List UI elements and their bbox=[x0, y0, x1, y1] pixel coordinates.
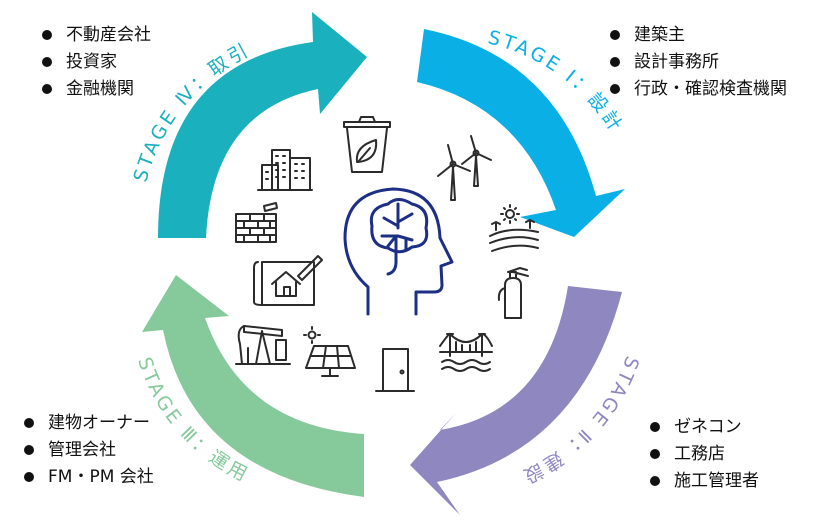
list-item: FM・PM 会社 bbox=[22, 464, 154, 491]
trash-bin-leaf-icon bbox=[343, 116, 391, 173]
fire-extinguisher-icon bbox=[497, 267, 529, 319]
list-item: 設計事務所 bbox=[608, 49, 787, 76]
oil-pump-icon bbox=[235, 325, 291, 365]
door-icon bbox=[375, 348, 415, 392]
stage4-arrow bbox=[158, 12, 367, 238]
stage1-arrow bbox=[417, 29, 625, 237]
list-item: 行政・確認検査機関 bbox=[608, 76, 787, 103]
wind-turbine-icon bbox=[437, 135, 492, 201]
list-item: 建築主 bbox=[608, 22, 787, 49]
stage1-actor-list: 建築主 設計事務所 行政・確認検査機関 bbox=[608, 22, 787, 103]
list-item: 投資家 bbox=[40, 49, 151, 76]
bridge-icon bbox=[439, 332, 493, 372]
list-item: 施工管理者 bbox=[648, 468, 759, 495]
list-item: 管理会社 bbox=[22, 437, 154, 464]
stage2-arrow bbox=[410, 286, 622, 515]
stage4-actor-list: 不動産会社 投資家 金融機関 bbox=[40, 22, 151, 103]
stage3-actor-list: 建物オーナー 管理会社 FM・PM 会社 bbox=[22, 410, 154, 491]
solar-panel-icon bbox=[303, 326, 356, 377]
city-buildings-icon bbox=[257, 149, 313, 191]
brick-wall-icon bbox=[235, 202, 278, 243]
list-item: 工務店 bbox=[648, 441, 759, 468]
list-item: 金融機関 bbox=[40, 76, 151, 103]
list-item: 建物オーナー bbox=[22, 410, 154, 437]
farmland-sun-icon bbox=[489, 204, 539, 252]
stage3-arrow bbox=[142, 275, 364, 497]
list-item: 不動産会社 bbox=[40, 22, 151, 49]
brain-head-icon bbox=[343, 187, 454, 316]
blueprint-house-icon bbox=[253, 255, 323, 306]
list-item: ゼネコン bbox=[648, 414, 759, 441]
stage2-actor-list: ゼネコン 工務店 施工管理者 bbox=[648, 414, 759, 495]
